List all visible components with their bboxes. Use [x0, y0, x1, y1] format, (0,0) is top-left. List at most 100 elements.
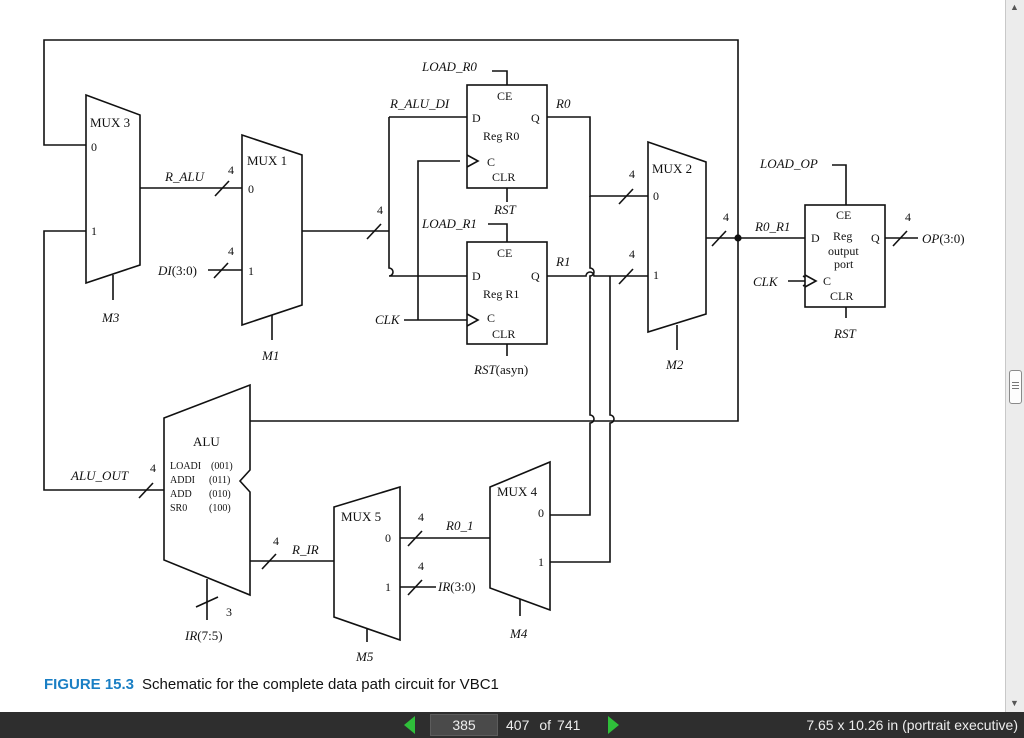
page-size-info: 7.65 x 10.26 in (portrait executive) — [806, 717, 1018, 733]
load-op-wire — [832, 164, 847, 205]
bus-width-label: 4 — [629, 247, 635, 261]
reg-output-d-label: D — [811, 231, 820, 245]
mux1-select-label: M1 — [261, 348, 279, 363]
bus-width-label: 4 — [723, 210, 729, 224]
di-label: DI(3:0) — [157, 263, 197, 278]
alu-feedback-wire — [250, 238, 739, 422]
reg-r1-c-label: C — [487, 311, 495, 325]
r1-wire — [547, 271, 648, 277]
datapath-schematic: MUX 3 0 1 M3 MUX 1 0 1 M1 CE D Q Reg R0 … — [43, 39, 965, 664]
reg-output-clr-label: CLR — [830, 289, 853, 303]
total-pages: 741 — [557, 717, 581, 733]
reg-output-block — [804, 204, 886, 308]
mux1-in0-label: 0 — [248, 182, 254, 196]
op-label: OP(3:0) — [922, 231, 965, 246]
mux1-label: MUX 1 — [247, 153, 287, 168]
mux4-in1-label: 1 — [538, 555, 544, 569]
alu-code-loadi: (001) — [211, 461, 233, 472]
reg-r1-block — [466, 241, 548, 345]
alu-op-sr0: SR0 — [170, 503, 187, 514]
alu-code-add: (010) — [209, 489, 231, 500]
figure-number: FIGURE 15.3 — [44, 676, 135, 693]
bus-slash — [618, 188, 634, 205]
reg-r0-c-label: C — [487, 155, 495, 169]
mux5-block — [333, 485, 401, 642]
page-of-label: of — [539, 717, 552, 733]
mux4-in0-label: 0 — [538, 506, 544, 520]
load-r0-label: LOAD_R0 — [421, 59, 477, 74]
mux3-block — [85, 93, 141, 285]
reg-r0-clk-arrow — [466, 154, 480, 168]
reg-output-name-line1: Reg — [833, 229, 852, 243]
reg-r1-name: Reg R1 — [483, 287, 519, 301]
r0-wire — [547, 116, 648, 197]
reg-r1-clk-arrow — [466, 313, 480, 327]
r0-r1-label: R0_R1 — [754, 219, 790, 234]
vertical-scrollbar[interactable]: ▲ ▼ — [1005, 0, 1024, 712]
mux2-block — [647, 140, 707, 334]
bus-slash — [892, 230, 908, 247]
junction-dot — [734, 234, 742, 242]
mux5-in0-label: 0 — [385, 531, 391, 545]
r-ir-label: R_IR — [291, 542, 319, 557]
reg-output-q-label: Q — [871, 231, 880, 245]
bus-width-label: 4 — [228, 244, 234, 258]
mux3-in0-label: 0 — [91, 140, 97, 154]
scroll-up-arrow-icon[interactable]: ▲ — [1010, 2, 1019, 12]
mux3-label: MUX 3 — [90, 115, 130, 130]
bus-width-label: 4 — [150, 461, 156, 475]
r0-1-label: R0_1 — [445, 518, 473, 533]
ir-3-0-label: IR(3:0) — [437, 579, 476, 594]
bus-width-label: 4 — [418, 559, 424, 573]
bus-slash — [213, 262, 229, 279]
alu-op-add: ADD — [170, 489, 192, 500]
bus-width-label: 4 — [418, 510, 424, 524]
rst-r0-label: RST — [493, 202, 516, 217]
r-alu-di-bus — [388, 117, 467, 277]
page-number-input[interactable] — [430, 714, 498, 736]
bus-slash — [366, 223, 382, 240]
rst-out-label: RST — [833, 326, 856, 341]
bus-slash — [195, 596, 219, 608]
r-alu-label: R_ALU — [164, 169, 206, 184]
bus-slash — [407, 579, 423, 596]
scrollbar-thumb[interactable] — [1009, 370, 1022, 404]
alu-op-loadi: LOADI — [170, 461, 201, 472]
reg-r0-q-label: Q — [531, 111, 540, 125]
bus-slash — [214, 180, 230, 197]
next-page-arrow-icon[interactable] — [608, 716, 619, 734]
r0-signal-label: R0 — [555, 96, 571, 111]
mux2-select-label: M2 — [665, 357, 684, 372]
bus-width-label: 4 — [629, 167, 635, 181]
mux3-select-label: M3 — [101, 310, 120, 325]
reg-r1-d-label: D — [472, 269, 481, 283]
previous-page-arrow-icon[interactable] — [404, 716, 415, 734]
r1-down-wire — [550, 276, 615, 563]
mux5-label: MUX 5 — [341, 509, 381, 524]
r0-1-wire — [550, 196, 595, 516]
scroll-down-arrow-icon[interactable]: ▼ — [1010, 698, 1019, 708]
mux4-label: MUX 4 — [497, 484, 538, 499]
reg-output-name-line3: port — [834, 257, 854, 271]
load-r0-wire — [492, 70, 508, 85]
mux3-in1-label: 1 — [91, 224, 97, 238]
reg-output-clk-arrow — [804, 274, 818, 288]
mux1-block — [241, 133, 303, 327]
load-r1-label: LOAD_R1 — [421, 216, 477, 231]
figure-caption: FIGURE 15.3 Schematic for the complete da… — [44, 676, 499, 693]
reg-r1-clr-label: CLR — [492, 327, 515, 341]
alu-out-wire — [43, 230, 164, 491]
reg-r0-ce-label: CE — [497, 89, 512, 103]
document-page: MUX 3 0 1 M3 MUX 1 0 1 M1 CE D Q Reg R0 … — [0, 0, 1005, 712]
mux4-select-label: M4 — [509, 626, 528, 641]
mux2-in0-label: 0 — [653, 189, 659, 203]
figure-caption-text: Schematic for the complete data path cir… — [142, 676, 499, 693]
reg-output-ce-label: CE — [836, 208, 851, 222]
alu-block — [163, 383, 251, 597]
rst-r1-label: RST(asyn) — [473, 362, 528, 377]
clk-label: CLK — [375, 312, 401, 327]
reg-r1-ce-label: CE — [497, 246, 512, 260]
reg-r1-q-label: Q — [531, 269, 540, 283]
